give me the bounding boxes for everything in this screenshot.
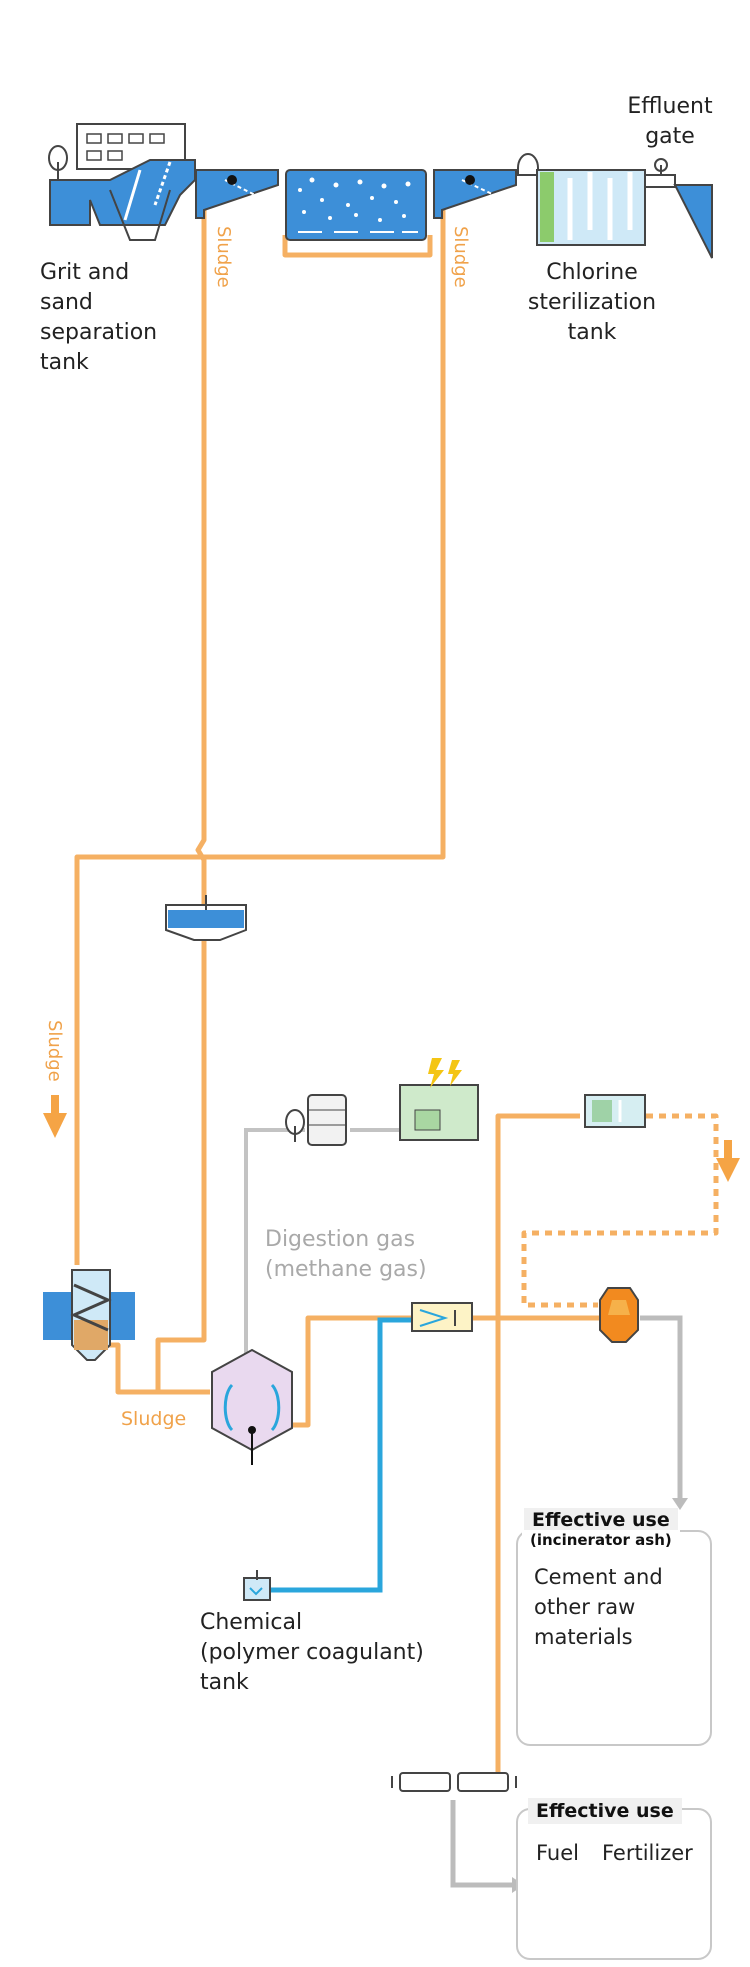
card-ash-subtitle: (incinerator ash) <box>522 1530 680 1550</box>
aeration-tank-icon <box>285 169 427 241</box>
incinerator-icon <box>599 1287 639 1343</box>
effluent-gate-icon <box>644 158 713 259</box>
label-chemical-tank: Chemical (polymer coagulant) tank <box>200 1610 424 1695</box>
label-chlorine-tank: Chlorine sterilization tank <box>527 260 657 345</box>
label-sludge-return: Sludge <box>44 1020 65 1082</box>
chemical-tank-icon <box>243 1570 271 1601</box>
power-plant-icon <box>399 1084 479 1141</box>
gas-pipe <box>244 1128 305 1360</box>
card-fertilizer-label: Fertilizer <box>602 1841 693 1865</box>
label-digestion-gas: Digestion gas (methane gas) <box>265 1227 427 1282</box>
ash-line <box>640 1315 683 1500</box>
effective-use-fuel-card <box>516 1808 712 1960</box>
grit-tank-icon <box>49 159 196 241</box>
primary-settling-tank-icon <box>195 169 279 219</box>
label-sludge-digester: Sludge <box>121 1408 187 1430</box>
chlorine-tank-icon <box>517 153 646 246</box>
card-fuel-label: Fuel <box>536 1841 579 1865</box>
tree-icon <box>285 1109 305 1142</box>
card-ash-title: Effective use <box>524 1508 678 1532</box>
chemical-pipe <box>270 1317 415 1593</box>
card-ash-body: Cement and other raw materials <box>534 1565 663 1649</box>
building-icon <box>76 123 186 170</box>
screw-thickener-icon <box>43 1269 135 1361</box>
card-fuel-title: Effective use <box>528 1798 682 1824</box>
label-sludge-primary: Sludge <box>213 226 234 288</box>
down-arrow-icon <box>716 1140 740 1182</box>
label-sludge-secondary: Sludge <box>450 226 471 288</box>
label-effluent-gate: Effluent gate <box>627 94 713 149</box>
drum-dryer-icon <box>391 1772 517 1792</box>
gas-holder-icon <box>307 1094 347 1146</box>
down-arrow-icon <box>43 1095 67 1138</box>
tree-icon <box>48 145 68 180</box>
dryer-icon <box>584 1094 646 1128</box>
label-grit-tank: Grit and sand separation tank <box>40 260 158 375</box>
effective-use-ash-card <box>516 1530 712 1746</box>
sludge-pipes <box>74 200 719 1782</box>
secondary-settling-tank-icon <box>433 169 517 219</box>
digester-icon <box>211 1348 293 1465</box>
dewatering-machine-icon <box>411 1302 473 1332</box>
fuel-line <box>450 1800 515 1888</box>
thickener-icon <box>165 895 247 941</box>
ash-arrowhead <box>672 1498 688 1510</box>
lightning-icon <box>428 1058 462 1088</box>
